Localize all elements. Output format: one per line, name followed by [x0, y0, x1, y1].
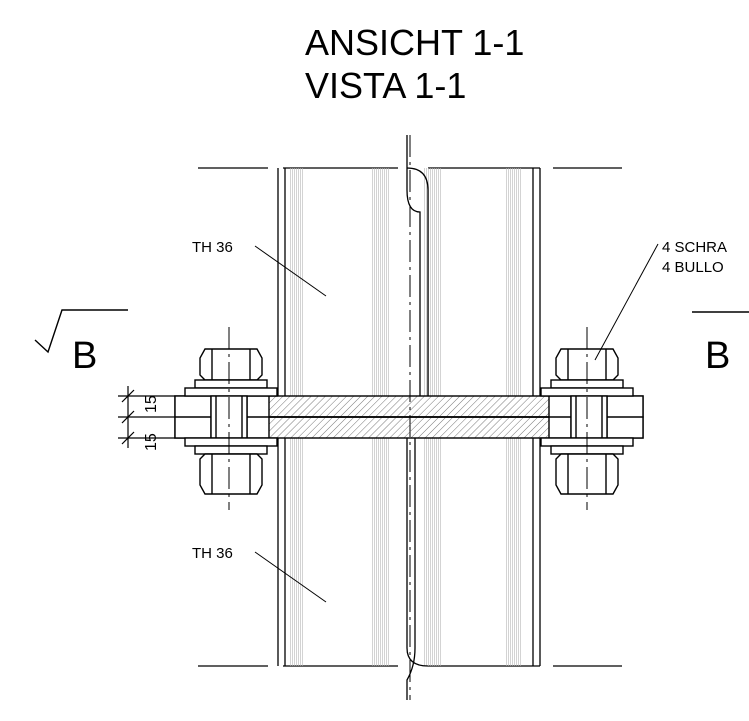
tube-profile-upper	[290, 168, 521, 396]
section-mark-left	[34, 309, 128, 354]
section-letter-left: B	[72, 335, 97, 377]
bolts-label-line1: 4 SCHRA	[662, 239, 727, 256]
leader-bolts	[594, 243, 659, 361]
tube-profile-lower	[290, 438, 521, 666]
leader-upper	[254, 245, 327, 297]
bolt-right	[540, 327, 634, 510]
plate-dimension	[118, 386, 175, 448]
dimension-lower-plate: 15	[143, 433, 160, 451]
bolts-label-line2: 4 BULLO	[662, 259, 724, 276]
dimension-upper-plate: 15	[143, 395, 160, 413]
tube-walls	[277, 168, 541, 666]
view-title-german: ANSICHT 1-1	[305, 22, 524, 63]
flange-plates	[174, 395, 644, 439]
profile-label-upper: TH 36	[192, 239, 233, 256]
section-letter-right: B	[705, 335, 730, 377]
profile-label-lower: TH 36	[192, 545, 233, 562]
view-title-italian: VISTA 1-1	[305, 65, 466, 106]
leader-lower	[254, 551, 327, 603]
bolt-left	[184, 327, 278, 510]
